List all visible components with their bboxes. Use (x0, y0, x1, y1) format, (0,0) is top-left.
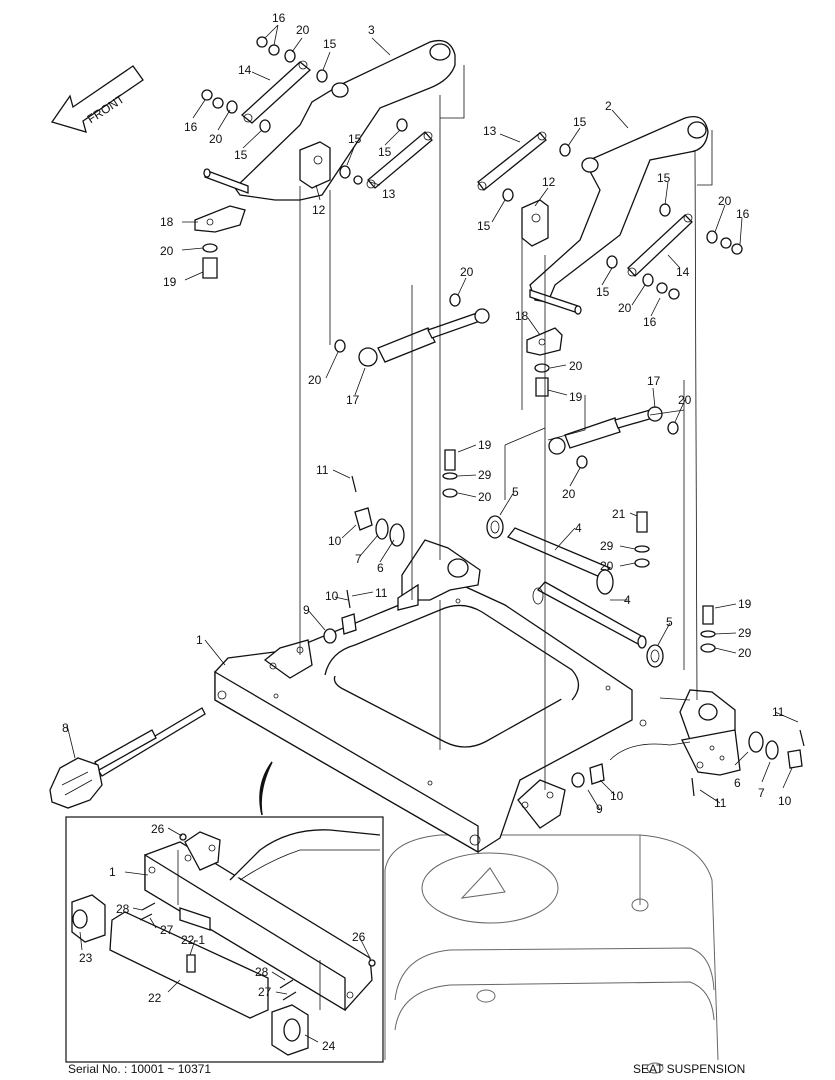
callout-7: 7 (355, 552, 362, 566)
callout-29: 29 (738, 626, 752, 640)
gas-springs (358, 308, 663, 455)
base-frame (214, 539, 741, 854)
callout-24: 24 (322, 1039, 336, 1053)
inset-detail: 26 1 28 27 23 22-1 22 26 28 27 24 (65, 816, 384, 1063)
callout-3: 3 (368, 23, 375, 37)
callout-19: 19 (738, 597, 752, 611)
callout-19: 19 (163, 275, 177, 289)
callout-20: 20 (678, 393, 692, 407)
callout-15: 15 (596, 285, 610, 299)
callout-5: 5 (666, 615, 673, 629)
callout-10: 10 (610, 789, 624, 803)
callout-10: 10 (328, 534, 342, 548)
callout-28: 28 (255, 965, 269, 979)
links (241, 60, 693, 277)
callout-23: 23 (79, 951, 93, 965)
callout-18: 18 (160, 215, 174, 229)
callout-8: 8 (62, 721, 69, 735)
seat-cushion-outline (384, 834, 719, 1074)
callout-14: 14 (676, 265, 690, 279)
callout-13: 13 (382, 187, 396, 201)
callout-16: 16 (184, 120, 198, 134)
detail-pointer (259, 761, 273, 816)
callout-20: 20 (569, 359, 583, 373)
alignment-lines (299, 65, 713, 790)
callout-19: 19 (478, 438, 492, 452)
callout-13: 13 (483, 124, 497, 138)
callout-20: 20 (296, 23, 310, 37)
callout-9: 9 (596, 802, 603, 816)
callout-15: 15 (477, 219, 491, 233)
front-direction-arrow: FRONT (50, 65, 144, 133)
callout-4: 4 (624, 593, 631, 607)
callout-15: 15 (573, 115, 587, 129)
callout-20: 20 (618, 301, 632, 315)
callout-19: 19 (569, 390, 583, 404)
callout-27: 27 (258, 985, 272, 999)
callout-15: 15 (657, 171, 671, 185)
callout-17: 17 (346, 393, 360, 407)
callout-20: 20 (460, 265, 474, 279)
callout-26: 26 (352, 930, 366, 944)
callout-10: 10 (325, 589, 339, 603)
adjustment-knob-rod (49, 707, 206, 809)
hardware (201, 36, 805, 797)
callout-20: 20 (600, 559, 614, 573)
callout-16: 16 (643, 315, 657, 329)
callout-12: 12 (312, 203, 326, 217)
callout-4: 4 (575, 521, 582, 535)
callout-1: 1 (109, 865, 116, 879)
callout-11: 11 (772, 705, 785, 719)
callout-11: 11 (316, 463, 329, 477)
callout-16: 16 (736, 207, 750, 221)
callout-9: 9 (303, 603, 310, 617)
callout-leaders (66, 24, 799, 811)
callout-21: 21 (612, 507, 626, 521)
callout-26: 26 (151, 822, 165, 836)
callout-20: 20 (160, 244, 174, 258)
diagram-title: SEAT SUSPENSION (633, 1062, 746, 1076)
callout-28: 28 (116, 902, 130, 916)
callout-5: 5 (512, 485, 519, 499)
brackets-and-bolts (194, 205, 563, 397)
callout-20: 20 (562, 487, 576, 501)
callout-29: 29 (478, 468, 492, 482)
callout-1: 1 (196, 633, 203, 647)
callout-11: 11 (714, 796, 727, 810)
callout-17: 17 (647, 374, 661, 388)
callout-2: 2 (605, 99, 612, 113)
callout-15: 15 (378, 145, 392, 159)
upper-arm-2 (529, 115, 709, 315)
callout-11: 11 (375, 586, 388, 600)
callout-6: 6 (377, 561, 384, 575)
serial-number-range: Serial No. : 10001 ~ 10371 (68, 1062, 212, 1076)
callout-12: 12 (542, 175, 556, 189)
callout-7: 7 (758, 786, 765, 800)
callout-20: 20 (738, 646, 752, 660)
callout-20: 20 (718, 194, 732, 208)
upper-arm-3 (203, 39, 456, 201)
callout-10: 10 (778, 794, 792, 808)
callout-27: 27 (160, 923, 174, 937)
callout-20: 20 (209, 132, 223, 146)
callout-14: 14 (238, 63, 252, 77)
callout-15: 15 (234, 148, 248, 162)
callout-20: 20 (308, 373, 322, 387)
callout-6: 6 (734, 776, 741, 790)
callout-22-1: 22-1 (181, 933, 205, 947)
callout-labels: 16 20 3 15 14 16 20 15 15 15 12 13 18 20… (62, 11, 792, 816)
callout-16: 16 (272, 11, 286, 25)
callout-29: 29 (600, 539, 614, 553)
callout-22: 22 (148, 991, 162, 1005)
callout-18: 18 (515, 309, 529, 323)
callout-15: 15 (348, 132, 362, 146)
shafts (506, 527, 647, 649)
callout-15: 15 (323, 37, 337, 51)
callout-20: 20 (478, 490, 492, 504)
